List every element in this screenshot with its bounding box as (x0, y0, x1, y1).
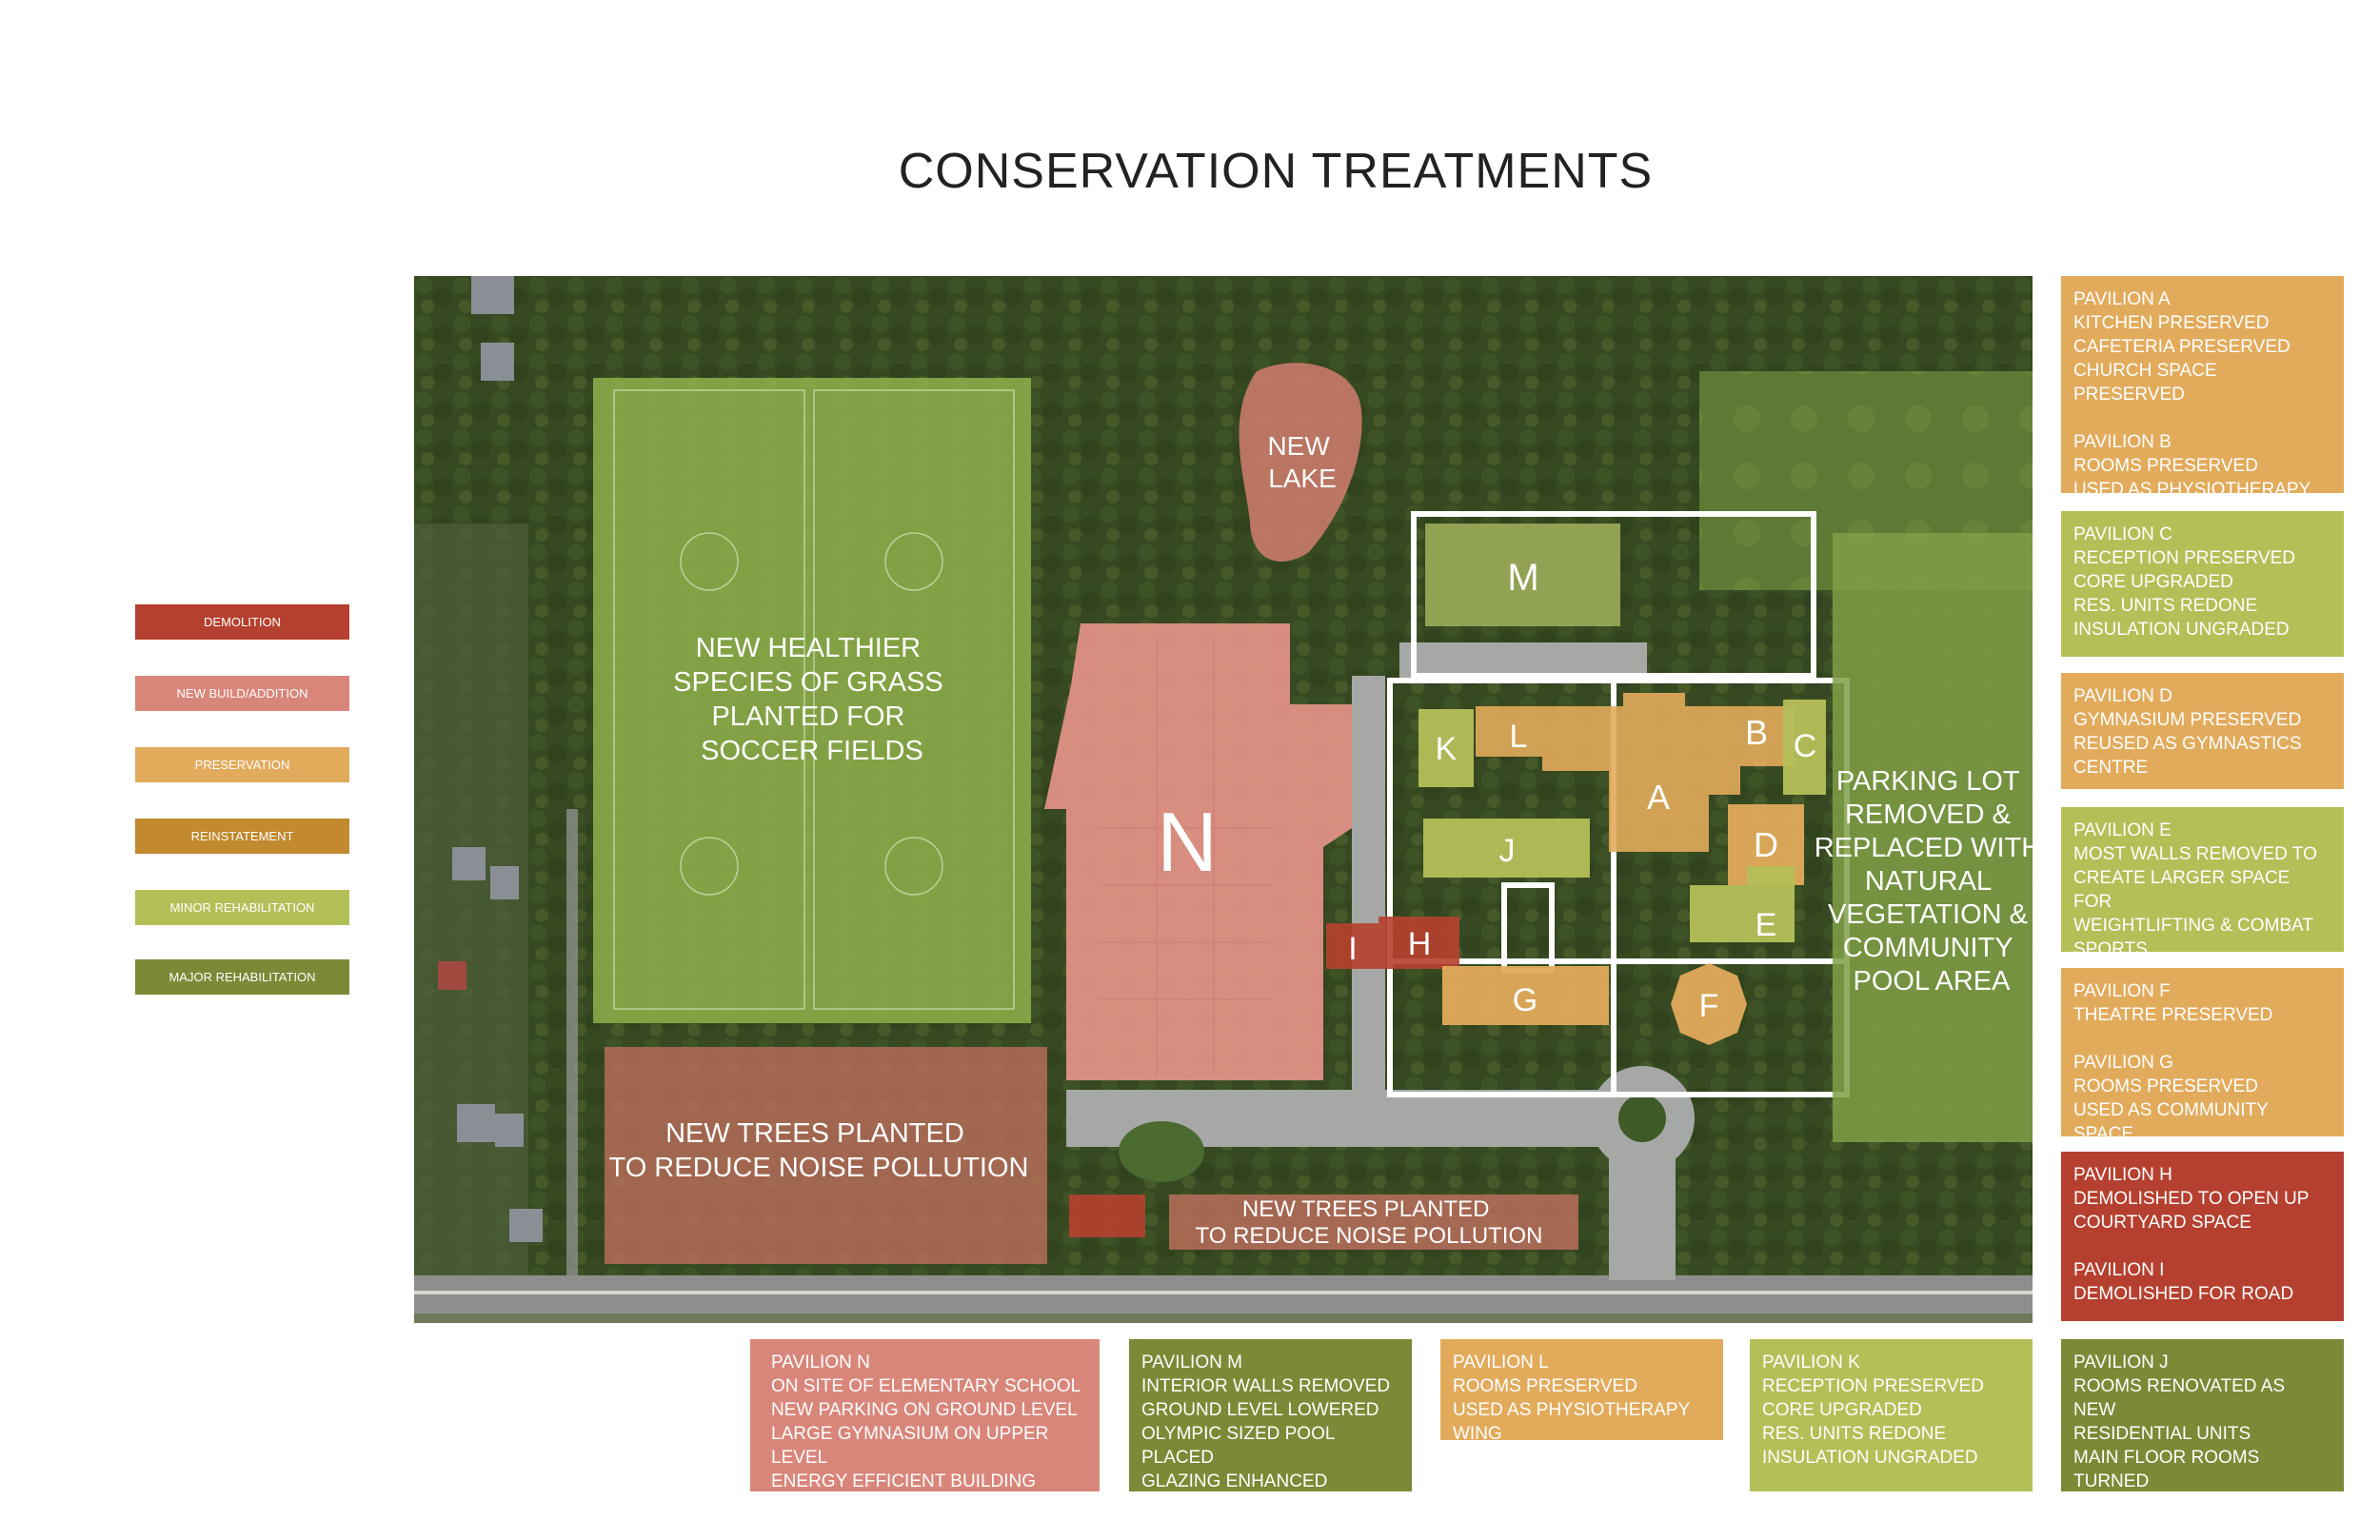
pavilion-g (1442, 966, 1609, 1025)
info-text: PAVILION K RECEPTION PRESERVED CORE UPGR… (1762, 1352, 1984, 1468)
pavilion-e (1690, 866, 1795, 942)
trees-zone-left (605, 1047, 1047, 1264)
pavilion-k (1418, 709, 1474, 787)
legend-reinstatement: REINSTATEMENT (135, 819, 349, 854)
pavilion-label-i: I (1348, 931, 1357, 967)
info-text: PAVILION M INTERIOR WALLS REMOVED GROUND… (1141, 1352, 1391, 1491)
parking-zone (1833, 533, 2033, 1142)
map-label: REMOVED & (1845, 800, 2011, 830)
map-label: PLANTED FOR (711, 701, 904, 732)
pavilion-l-a-b (1476, 693, 1795, 852)
info-box-pavilion-a-b: PAVILION A KITCHEN PRESERVED CAFETERIA P… (2061, 276, 2344, 523)
svg-text:NEW LAKE: NEW LAKE (1267, 431, 1337, 493)
svg-text:PARKING LOT REMOVED &: PARKING LOT REMOVED & REPLACED WITH NATU… (1815, 766, 2033, 997)
pavilion-n (1044, 623, 1352, 1080)
map-label: SPECIES OF GRASS (673, 667, 943, 698)
info-text: PAVILION N ON SITE OF ELEMENTARY SCHOOL … (771, 1352, 1081, 1491)
pavilion-label-b: B (1745, 713, 1768, 752)
pavilion-label-c: C (1794, 728, 1817, 764)
pavilion-j (1423, 819, 1590, 878)
pavilion-label-m: M (1507, 557, 1538, 599)
map-label: COMMUNITY (1843, 933, 2013, 963)
map-label: LAKE (1268, 464, 1337, 493)
map-label: SOCCER FIELDS (701, 736, 923, 766)
trees-zone-bottom (1169, 1194, 1578, 1250)
svg-text:NEW HEALTHIER SPECIES OF G: NEW HEALTHIER SPECIES OF GRASS PLANTED F… (673, 633, 951, 766)
page-title: CONSERVATION TREATMENTS (898, 144, 1654, 199)
pavilion-f (1671, 963, 1747, 1045)
info-text: PAVILION F THEATRE PRESERVED PAVILION G … (2073, 981, 2273, 1144)
map-label: TO REDUCE NOISE POLLUTION (1196, 1223, 1543, 1249)
info-text: PAVILION J ROOMS RENOVATED AS NEW RESIDE… (2073, 1352, 2326, 1515)
info-box-pavilion-f-g: PAVILION F THEATRE PRESERVED PAVILION G … (2061, 968, 2344, 1144)
pavilion-label-k: K (1436, 731, 1458, 767)
pavilion-label-f: F (1699, 988, 1719, 1024)
map-label: REPLACED WITH (1815, 833, 2033, 863)
legend-new-build: NEW BUILD/ADDITION (135, 676, 349, 711)
pavilion-label-h: H (1408, 926, 1432, 962)
svg-text:NEW TREES PLANTED TO REDUC: NEW TREES PLANTED TO REDUCE NOISE POLLUT… (609, 1118, 1029, 1183)
soccer-field-zone (593, 378, 1031, 1023)
map-label: PARKING LOT (1836, 766, 2020, 797)
info-text: PAVILION L ROOMS PRESERVED USED AS PHYSI… (1453, 1352, 1690, 1444)
svg-text:NEW TREES PLANTED TO REDUC: NEW TREES PLANTED TO REDUCE NOISE POLLUT… (1196, 1196, 1543, 1249)
map-label: TO REDUCE NOISE POLLUTION (609, 1153, 1029, 1183)
legend-label: REINSTATEMENT (190, 829, 294, 843)
pavilion-label-d: D (1754, 825, 1778, 864)
pavilion-label-a: A (1647, 778, 1670, 817)
legend-label: PRESERVATION (194, 758, 290, 772)
pavilion-label-n: N (1157, 795, 1218, 889)
map-label: NEW TREES PLANTED (1242, 1196, 1490, 1222)
info-text: PAVILION D GYMNASIUM PRESERVED REUSED AS… (2073, 686, 2302, 778)
pavilion-label-l: L (1510, 719, 1528, 755)
info-text: PAVILION C RECEPTION PRESERVED CORE UPGR… (2073, 524, 2295, 640)
info-box-pavilion-k: PAVILION K RECEPTION PRESERVED CORE UPGR… (1750, 1339, 2033, 1491)
legend-label: MINOR REHABILITATION (169, 900, 315, 915)
pavilion-label-e: E (1755, 907, 1777, 943)
info-text: PAVILION E MOST WALLS REMOVED TO CREATE … (2073, 820, 2317, 959)
legend-preservation: PRESERVATION (135, 747, 349, 782)
info-box-pavilion-d: PAVILION D GYMNASIUM PRESERVED REUSED AS… (2061, 673, 2344, 789)
info-box-pavilion-n: PAVILION N ON SITE OF ELEMENTARY SCHOOL … (750, 1339, 1100, 1491)
legend-demolition: DEMOLITION (135, 604, 349, 640)
pavilion-i (1326, 923, 1378, 969)
map-label: POOL AREA (1854, 966, 2012, 997)
legend-label: MAJOR REHABILITATION (169, 970, 316, 984)
map-label: NEW (1267, 431, 1330, 461)
pavilion-h (1378, 917, 1459, 969)
map-label: NEW TREES PLANTED (665, 1118, 964, 1149)
new-lake (1239, 363, 1362, 562)
info-box-pavilion-l: PAVILION L ROOMS PRESERVED USED AS PHYSI… (1440, 1339, 1723, 1444)
map-label: NATURAL (1865, 866, 1992, 897)
pavilion-label-j: J (1499, 833, 1516, 869)
legend-minor-rehab: MINOR REHABILITATION (135, 890, 349, 925)
info-text: PAVILION A KITCHEN PRESERVED CAFETERIA P… (2073, 289, 2311, 523)
pavilion-c (1783, 700, 1826, 795)
site-map: NEW HEALTHIER SPECIES OF GRASS PLANTED F… (414, 276, 2033, 1323)
info-box-pavilion-j: PAVILION J ROOMS RENOVATED AS NEW RESIDE… (2061, 1339, 2344, 1515)
info-box-pavilion-e: PAVILION E MOST WALLS REMOVED TO CREATE … (2061, 807, 2344, 959)
info-box-pavilion-h-i: PAVILION H DEMOLISHED TO OPEN UP COURTYA… (2061, 1152, 2344, 1321)
pavilion-m (1425, 523, 1620, 626)
map-label: NEW HEALTHIER (696, 633, 921, 663)
legend-major-rehab: MAJOR REHABILITATION (135, 959, 349, 995)
info-box-pavilion-m: PAVILION M INTERIOR WALLS REMOVED GROUND… (1129, 1339, 1412, 1491)
legend-label: DEMOLITION (204, 615, 281, 629)
pavilion-label-g: G (1513, 982, 1537, 1018)
info-box-pavilion-c: PAVILION C RECEPTION PRESERVED CORE UPGR… (2061, 511, 2344, 657)
map-label: VEGETATION & (1828, 899, 2028, 930)
info-text: PAVILION H DEMOLISHED TO OPEN UP COURTYA… (2073, 1165, 2310, 1304)
legend-label: NEW BUILD/ADDITION (176, 686, 308, 701)
